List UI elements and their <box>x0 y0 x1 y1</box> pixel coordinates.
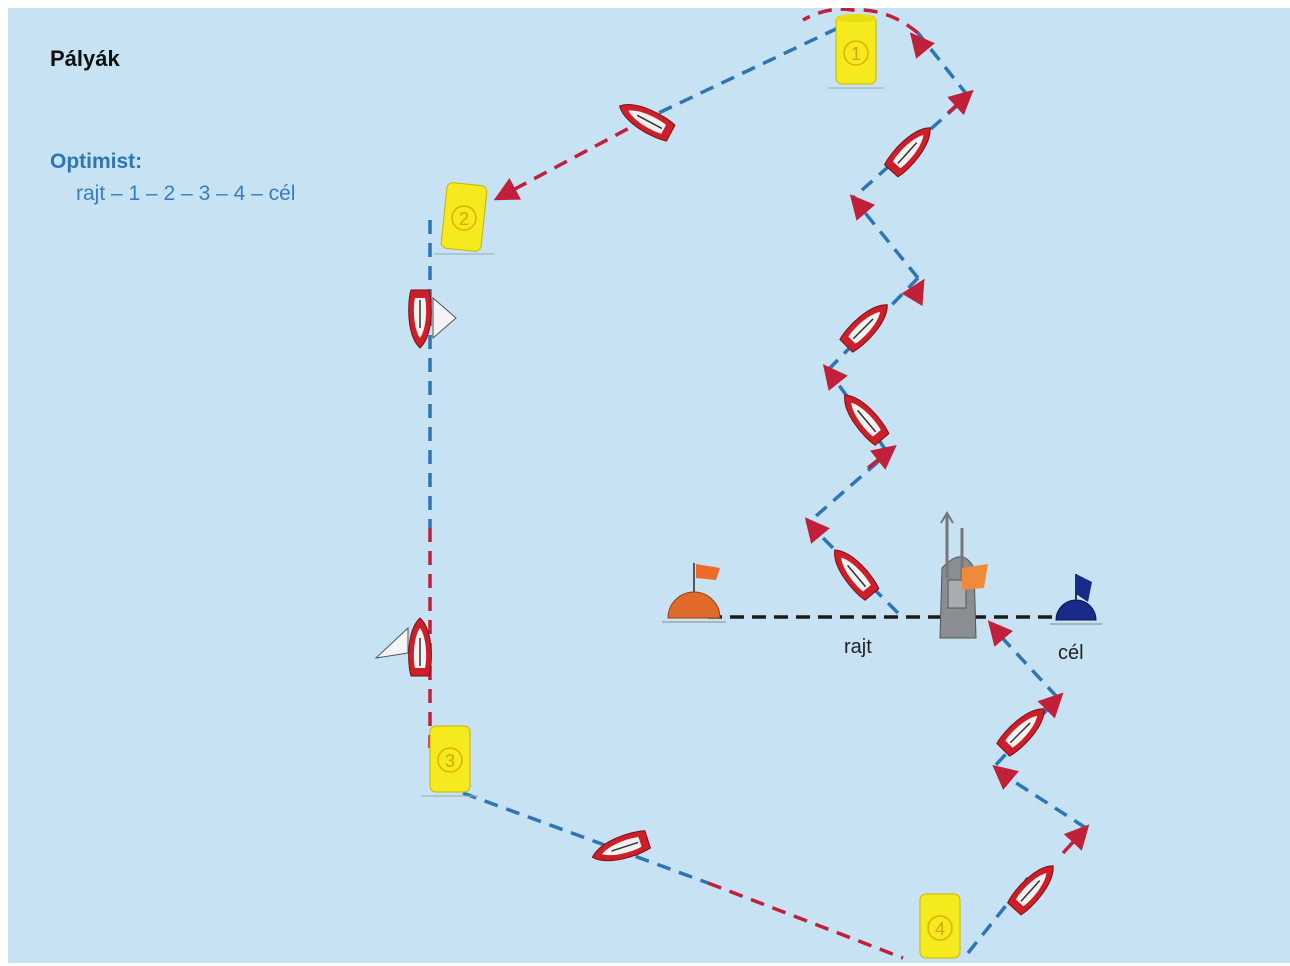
finish-label: cél <box>1058 642 1084 665</box>
course-sequence: rajt – 1 – 2 – 3 – 4 – cél <box>76 182 295 206</box>
course-diagram: 1 2 3 4 Pályák Optimist: rajt – 1 – 2 – … <box>8 8 1290 963</box>
course-legs <box>430 9 1086 958</box>
mark-number: 3 <box>445 751 455 771</box>
boat-icon <box>995 701 1052 758</box>
mark-number: 2 <box>459 209 469 229</box>
mark-number: 1 <box>851 44 861 64</box>
boat-icon <box>838 297 895 354</box>
mark-number: 4 <box>935 919 945 939</box>
boat-icon <box>883 120 939 178</box>
course-drawing: 1 2 3 4 <box>8 8 1290 963</box>
boat-icon <box>1006 858 1062 916</box>
course-name: Optimist: <box>50 150 142 174</box>
boats <box>409 96 1062 917</box>
boat-icon <box>614 96 676 143</box>
boat-icon <box>836 388 891 447</box>
boat-icon <box>409 290 432 348</box>
start-label: rajt <box>844 636 872 659</box>
finish-buoy-icon <box>1050 574 1102 624</box>
start-buoy-icon <box>662 563 726 622</box>
committee-boat-icon <box>940 513 988 638</box>
boat-icon <box>589 829 651 869</box>
boat-icon <box>409 618 432 676</box>
boat-icon <box>826 543 881 602</box>
page-title: Pályák <box>50 46 120 72</box>
